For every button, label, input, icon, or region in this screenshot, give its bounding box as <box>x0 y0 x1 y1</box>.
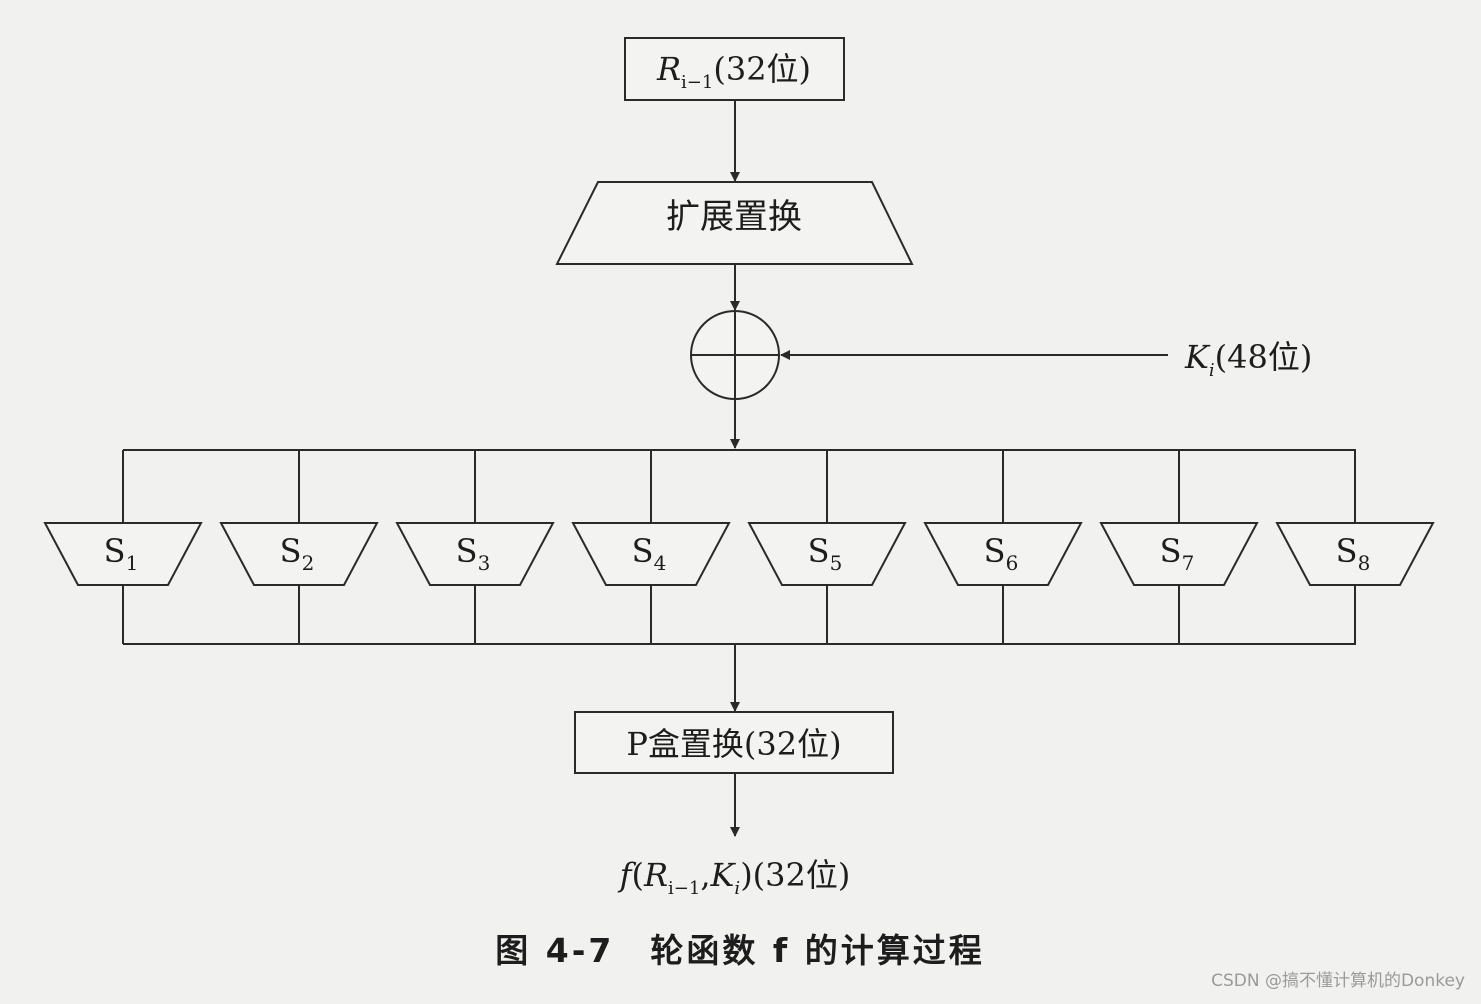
sbox-label: S4 <box>632 532 667 575</box>
sbox-index: 3 <box>478 551 491 575</box>
watermark-text: CSDN @搞不懂计算机的Donkey <box>1211 971 1465 991</box>
sbox-label: S2 <box>280 532 315 575</box>
sbox-letter: S <box>1160 532 1182 570</box>
sbox-6: S6 <box>923 450 1083 644</box>
sbox-index: 1 <box>126 551 139 575</box>
sbox-8: S8 <box>1275 450 1435 644</box>
sbox-label: S8 <box>1336 532 1371 575</box>
expansion-permutation-box <box>555 181 914 265</box>
output-comma: , <box>700 856 710 894</box>
figure-caption: 图 4-7 轮函数 f 的计算过程 <box>495 931 984 970</box>
key-sub: i <box>1209 360 1215 381</box>
output-r: R <box>643 856 668 894</box>
sbox-5: S5 <box>747 450 907 644</box>
sbox-label: S7 <box>1160 532 1195 575</box>
sbox-index: 8 <box>1358 551 1371 575</box>
sbox-shape <box>219 522 379 586</box>
output-k: K <box>710 856 737 894</box>
sbox-shape <box>43 522 203 586</box>
sbox-shape <box>747 522 907 586</box>
sbox-index: 4 <box>654 551 667 575</box>
sbox-letter: S <box>808 532 830 570</box>
sbox-letter: S <box>984 532 1006 570</box>
sbox-shape <box>1275 522 1435 586</box>
key-bits: (48位) <box>1215 338 1313 376</box>
sbox-shape <box>571 522 731 586</box>
output-label: f(Ri−1,Ki)(32位) <box>618 856 851 899</box>
input-label: Ri−1(32位) <box>656 50 811 93</box>
expansion-label: 扩展置换 <box>666 197 802 237</box>
key-var: K <box>1184 338 1211 376</box>
pbox-label: P盒置换(32位) <box>626 725 841 763</box>
sbox-label: S5 <box>808 532 843 575</box>
input-sub: i−1 <box>681 72 713 93</box>
sbox-1: S1 <box>43 450 203 644</box>
sbox-letter: S <box>456 532 478 570</box>
sbox-label: S6 <box>984 532 1019 575</box>
circle-plus-icon <box>690 310 780 400</box>
output-close: ) <box>740 856 752 894</box>
key-label: Ki(48位) <box>1184 338 1312 381</box>
sbox-label: S3 <box>456 532 491 575</box>
sbox-index: 6 <box>1006 551 1019 575</box>
sbox-3: S3 <box>395 450 555 644</box>
sbox-index: 7 <box>1182 551 1195 575</box>
output-r-sub: i−1 <box>668 878 700 899</box>
sbox-shape <box>923 522 1083 586</box>
output-k-sub: i <box>734 878 740 899</box>
sbox-shape <box>395 522 555 586</box>
sbox-letter: S <box>280 532 302 570</box>
sbox-index: 2 <box>302 551 315 575</box>
input-bits: (32位) <box>713 50 811 88</box>
sbox-letter: S <box>632 532 654 570</box>
sbox-4: S4 <box>571 450 731 644</box>
sbox-index: 5 <box>830 551 843 575</box>
sbox-letter: S <box>104 532 126 570</box>
sbox-shape <box>1099 522 1259 586</box>
sbox-7: S7 <box>1099 450 1259 644</box>
sbox-2: S2 <box>219 450 379 644</box>
output-open: ( <box>631 856 643 894</box>
output-bits: (32位) <box>753 856 851 894</box>
sbox-letter: S <box>1336 532 1358 570</box>
input-box <box>624 37 845 101</box>
sbox-label: S1 <box>104 532 139 575</box>
input-var: R <box>656 50 681 88</box>
